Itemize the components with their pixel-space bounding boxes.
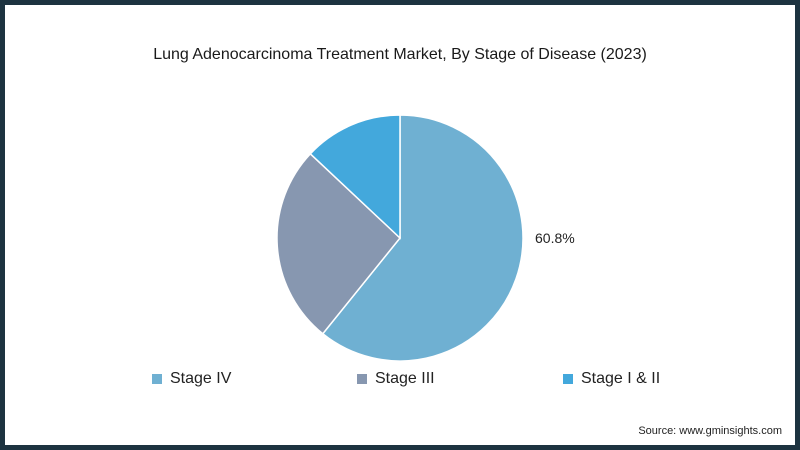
legend-swatch-stage-iii [357,374,367,384]
chart-title: Lung Adenocarcinoma Treatment Market, By… [153,46,647,63]
pie-slice-stage-iv [321,114,524,362]
legend-swatch-stage-i-ii [563,374,573,384]
legend-swatch-stage-iv [152,374,162,384]
legend-label-stage-i-ii: Stage I & II [581,370,661,387]
pie-slice-stage-iii [276,152,402,335]
pie-slice-stage-i-ii [309,114,401,240]
legend-label-stage-iii: Stage III [375,370,435,387]
legend-item-stage-iv: Stage IV [152,370,231,388]
legend-item-stage-iii: Stage III [357,370,435,388]
legend-item-stage-i-ii: Stage I & II [563,370,660,388]
legend-label-stage-iv: Stage IV [170,370,232,387]
legend: Stage IV Stage III Stage I & II [0,370,800,394]
source-note: Source: www.gminsights.com [638,425,782,437]
data-label-stage-iv: 60.8% [535,230,575,246]
